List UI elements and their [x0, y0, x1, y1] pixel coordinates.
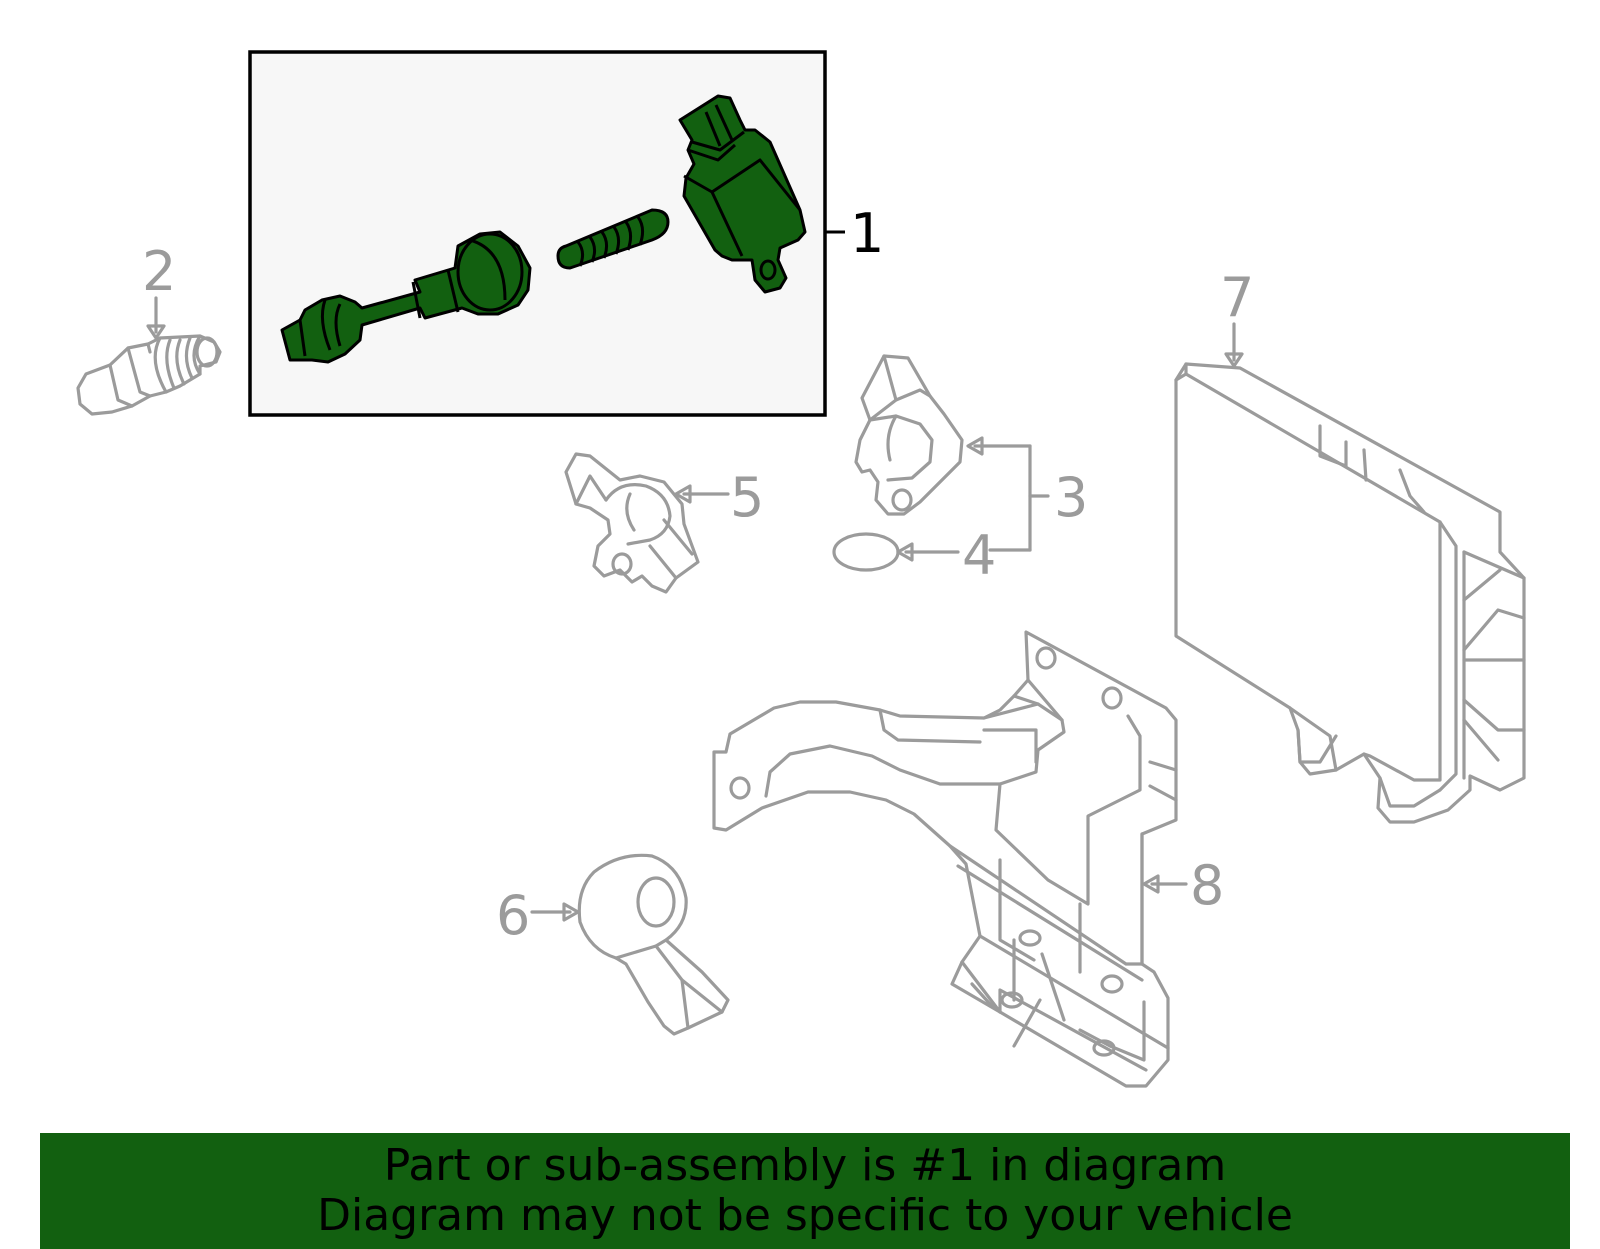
part-5-crank-sensor[interactable] — [564, 452, 700, 594]
callout-8: 8 — [1142, 854, 1224, 917]
callout-2-label: 2 — [142, 240, 176, 303]
part-8-bracket[interactable] — [712, 630, 1178, 1088]
callout-3-label: 3 — [1054, 466, 1088, 529]
callout-8-label: 8 — [1190, 854, 1224, 917]
part-4-o-ring[interactable] — [832, 532, 900, 572]
callout-3: 3 — [966, 436, 1088, 552]
callout-6-label: 6 — [496, 884, 530, 947]
callout-4: 4 — [896, 524, 996, 587]
callout-2: 2 — [142, 240, 176, 340]
callout-6: 6 — [496, 884, 580, 947]
callout-5-label: 5 — [730, 466, 764, 529]
info-banner: Part or sub-assembly is #1 in diagram Di… — [40, 1133, 1570, 1249]
part-6-knock-sensor[interactable] — [577, 853, 730, 1036]
callout-1-label: 1 — [850, 202, 884, 265]
banner-line-2: Diagram may not be specific to your vehi… — [317, 1190, 1293, 1241]
part-1-ignition-coil[interactable] — [280, 94, 807, 364]
banner-line-1: Part or sub-assembly is #1 in diagram — [383, 1140, 1227, 1191]
part-7-ecm[interactable] — [1174, 362, 1526, 824]
part-2-sensor[interactable] — [76, 334, 222, 416]
callout-5: 5 — [674, 466, 764, 529]
callout-1: 1 — [826, 202, 884, 265]
callout-4-label: 4 — [962, 524, 996, 587]
info-banner-background — [40, 1133, 1570, 1249]
part-3-cam-sensor[interactable] — [854, 354, 964, 516]
callout-7-label: 7 — [1220, 266, 1254, 329]
callout-7: 7 — [1220, 266, 1254, 368]
